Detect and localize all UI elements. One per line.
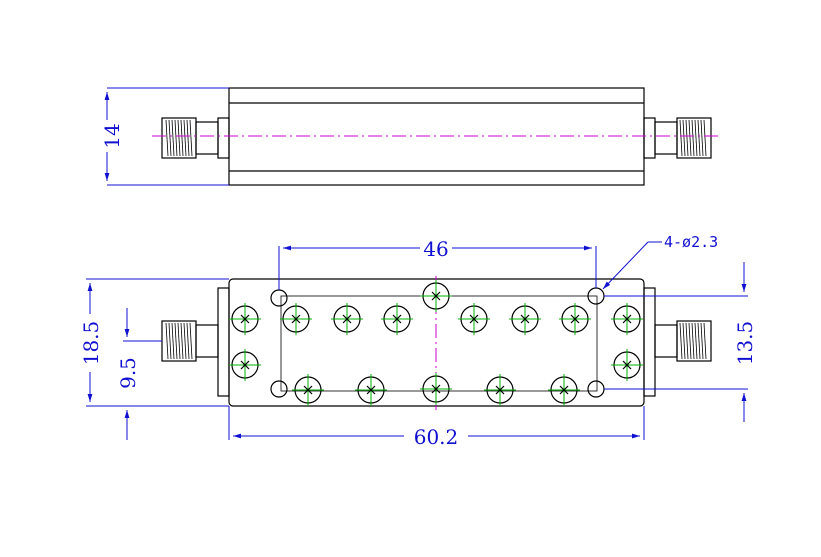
tuning-screw-icon	[484, 374, 516, 406]
tuning-screw-icon	[458, 303, 490, 335]
dim-hole-spacing: 46	[423, 237, 448, 261]
sma-connector-icon	[654, 320, 712, 362]
tuning-screw-icon	[509, 303, 541, 335]
tuning-screw-icon	[420, 373, 452, 405]
dim-connector-offset: 9.5	[116, 357, 140, 389]
tuning-screw-icon	[280, 303, 312, 335]
plan-view: 46 4-ø2.3 60.2 18.5 9.5 13.5	[79, 233, 757, 449]
tuning-screw-icon	[229, 349, 261, 381]
tuning-screw-icon	[292, 374, 324, 406]
sma-connector-icon	[161, 117, 230, 159]
tuning-screw-icon	[611, 303, 643, 335]
dim-body-height: 18.5	[79, 321, 103, 366]
sma-connector-icon	[643, 117, 712, 159]
dim-length: 60.2	[414, 425, 459, 449]
mounting-hole-icon	[270, 380, 288, 398]
mounting-hole-icon	[587, 380, 605, 398]
top-view: 14	[100, 87, 720, 186]
tuning-screw-icon	[559, 303, 591, 335]
tuning-screw-icon	[331, 303, 363, 335]
tuning-screw-icon	[548, 374, 580, 406]
hole-callout: 4-ø2.3	[664, 233, 718, 251]
tuning-screw-icon	[420, 280, 452, 312]
tuning-screw-icon	[611, 349, 643, 381]
mounting-hole-icon	[270, 289, 288, 307]
tuning-screw-icon	[355, 374, 387, 406]
dim-hole-row-offset: 13.5	[733, 321, 757, 366]
dim-top-height: 14	[100, 123, 124, 148]
sma-connector-icon	[161, 320, 219, 362]
tuning-screw-icon	[229, 303, 261, 335]
tuning-screw-icon	[381, 303, 413, 335]
